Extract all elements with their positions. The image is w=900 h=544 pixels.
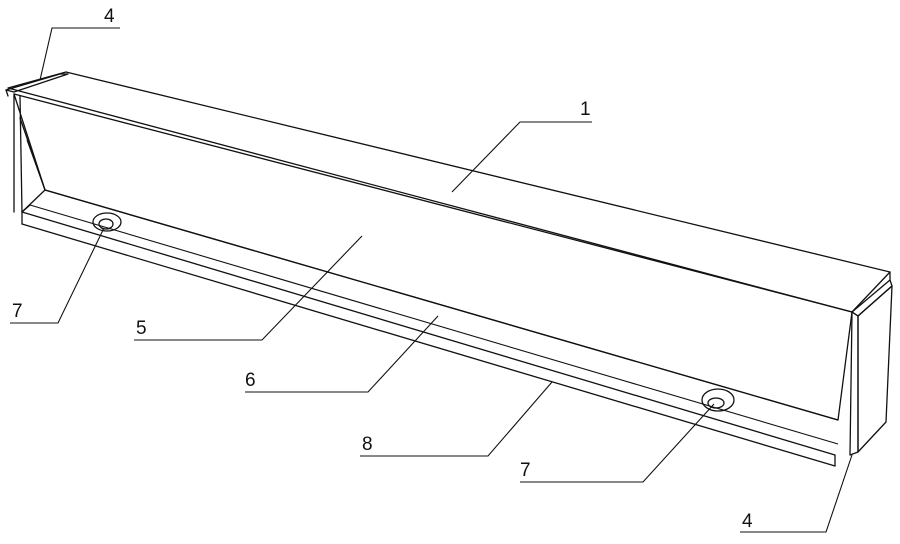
leader-5 [134,235,363,341]
leader-7-left [10,227,105,324]
end-cap-left [5,73,69,97]
leader-lines [10,27,853,533]
label-4-top: 4 [104,6,115,27]
leader-7-bottom [520,403,715,483]
end-cap-right [849,271,893,456]
label-7-left: 7 [12,301,23,322]
label-7-bottom: 7 [520,460,531,481]
top-face [7,71,891,313]
leader-6 [245,315,439,393]
leader-4-top [39,27,120,81]
leader-1 [451,121,592,193]
label-6: 6 [245,370,256,391]
label-5: 5 [136,318,147,339]
label-8: 8 [362,434,373,455]
mounting-hole-left [92,212,122,232]
label-4-bottom: 4 [742,511,753,532]
mounting-hole-right [701,388,735,412]
front-lower-edge [44,189,839,421]
beam-body [7,71,891,467]
leader-4-bottom [740,454,853,533]
label-1: 1 [580,99,591,120]
front-face [13,93,853,421]
leader-8 [360,381,553,457]
callout-labels: 4 1 7 5 6 8 7 4 [12,6,753,532]
